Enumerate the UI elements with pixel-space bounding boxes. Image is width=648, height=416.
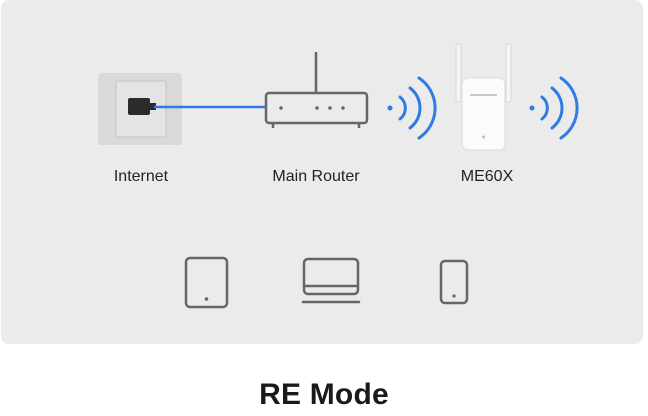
internet-label: Internet xyxy=(113,168,169,185)
wifi-signal-icon xyxy=(529,76,579,140)
phone-icon xyxy=(439,259,469,305)
tablet-icon xyxy=(184,256,229,309)
mode-title: RE Mode xyxy=(259,378,389,411)
network-diagram-panel: Internet Main Router ME60X xyxy=(1,0,643,344)
network-diagram xyxy=(98,43,579,309)
range-extender-icon xyxy=(455,43,512,151)
wall-socket-icon xyxy=(98,73,182,145)
main-router-label: Main Router xyxy=(272,168,360,185)
laptop-icon xyxy=(301,257,361,304)
wifi-signal-icon xyxy=(387,76,437,140)
router-icon xyxy=(264,52,369,128)
extender-label: ME60X xyxy=(460,168,514,185)
